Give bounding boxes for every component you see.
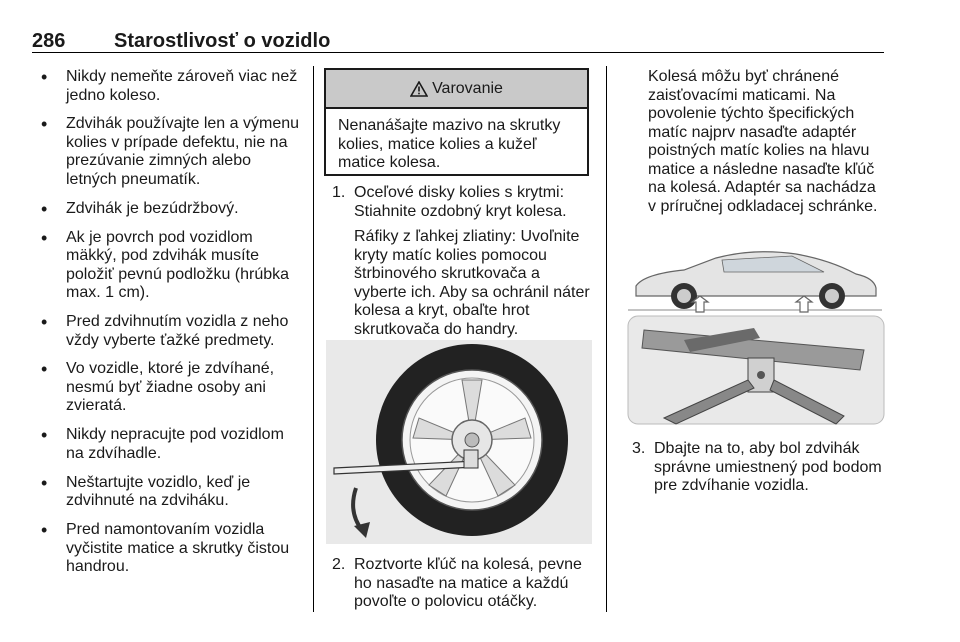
list-item: Pred namontovaním vozidla vyčistite mati… — [38, 521, 302, 577]
wheel-wrench-illustration — [326, 340, 592, 544]
warning-box: Varovanie Nenanášajte mazivo na skrutky … — [324, 68, 589, 176]
step-text: Oceľové disky kolies s krytmi: Stiahnite… — [354, 184, 567, 220]
step-text: Dbajte na to, aby bol zdvihák správne um… — [654, 440, 882, 494]
list-item: Zdvihák je bezúdržbový. — [38, 200, 302, 219]
step-3: 3. Dbajte na to, aby bol zdvihák správne… — [624, 440, 886, 496]
list-item: Vo vozidle, ktoré je zdvíhané, nesmú byť… — [38, 360, 302, 416]
column-divider — [313, 66, 314, 612]
warning-triangle-icon — [410, 80, 429, 97]
list-item: Nikdy nepracujte pod vozidlom na zdvíhad… — [38, 426, 302, 463]
warning-title: Varovanie — [432, 79, 503, 97]
page-number: 286 — [32, 30, 66, 52]
step-number: 2. — [332, 556, 346, 573]
step-number: 3. — [632, 440, 646, 457]
step-text: Roztvorte kľúč na kolesá, pevne ho nasaď… — [354, 556, 582, 610]
list-item: Pred zdvihnutím vozidla z neho vždy vybe… — [38, 313, 302, 350]
column-divider — [606, 66, 607, 612]
step-1: 1. Oceľové disky kolies s krytmi: Stiahn… — [324, 184, 594, 339]
step-2: 2. Roztvorte kľúč na kolesá, pevne ho na… — [324, 556, 594, 612]
list-item: Ak je povrch pod vozidlom mäkký, pod zdv… — [38, 229, 302, 303]
list-item: Neštartujte vozidlo, keď je zdvihnuté na… — [38, 474, 302, 511]
header-rule — [32, 52, 884, 53]
left-column: Nikdy nemeňte zároveň viac než jedno kol… — [38, 68, 302, 587]
list-item: Zdvihák používajte len a výmenu kolies v… — [38, 115, 302, 189]
warning-text: Nenanášajte mazivo na skrutky kolies, ma… — [338, 117, 561, 171]
warning-header: Varovanie — [326, 70, 587, 109]
step-subtext: Ráfiky z ľahkej zliatiny: Uvoľnite kryty… — [354, 228, 590, 338]
page-title: Starostlivosť o vozidlo — [114, 30, 331, 52]
precaution-list: Nikdy nemeňte zároveň viac než jedno kol… — [38, 68, 302, 577]
list-item: Nikdy nemeňte zároveň viac než jedno kol… — [38, 68, 302, 105]
jack-placement-illustration — [624, 240, 886, 426]
right-intro: Kolesá môžu byť chránené zaisťovacími ma… — [648, 68, 878, 215]
step-number: 1. — [332, 184, 346, 201]
